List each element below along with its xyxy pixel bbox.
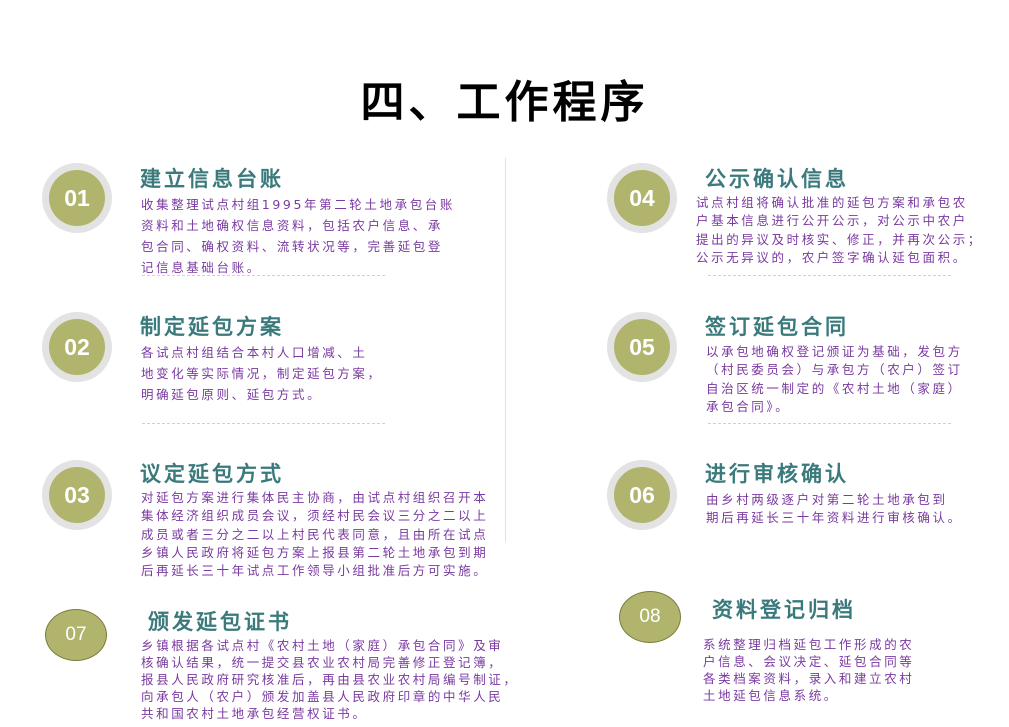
- description-line: 期后再延长三十年资料进行审核确认。: [706, 510, 963, 526]
- step-description: 对延包方案进行集体民主协商，由试点村组织召开本集体经济组织成员会议，须经村民会议…: [141, 489, 488, 580]
- step-heading: 公示确认信息: [705, 167, 849, 191]
- divider: [142, 275, 385, 276]
- description-line: 集体经济组织成员会议，须经村民会议三分之二以上: [141, 508, 489, 524]
- description-line: 后再延长三十年试点工作领导小组批准后方可实施。: [141, 563, 489, 579]
- description-line: （村民委员会）与承包方（农户）签订: [706, 362, 963, 378]
- description-line: 包合同、确权资料、流转状况等，完善延包登: [141, 239, 444, 254]
- step-number-badge: 07: [45, 609, 107, 661]
- step-heading: 制定延包方案: [140, 315, 284, 339]
- step-number-badge: 01: [42, 163, 112, 233]
- description-line: 户信息、会议决定、延包合同等: [703, 654, 915, 669]
- description-line: 系统整理归档延包工作形成的农: [703, 637, 915, 652]
- step-description: 各试点村组结合本村人口增减、土地变化等实际情况，制定延包方案， 明确延包原则、延包…: [141, 342, 383, 405]
- step-number-badge: 06: [607, 460, 677, 530]
- divider: [142, 423, 385, 424]
- step-number-badge: 04: [607, 163, 677, 233]
- description-line: 报县人民政府研究核准后，再由县农业农村局编号制证，: [141, 672, 519, 687]
- description-line: 资料和土地确权信息资料，包括农户信息、承: [141, 218, 444, 233]
- description-line: 乡镇人民政府将延包方案上报县第二轮土地承包到期: [141, 544, 489, 560]
- step-number-badge: 05: [607, 312, 677, 382]
- description-line: 向承包人（农户）颁发加盖县人民政府印章的中华人民: [141, 689, 504, 704]
- step-description: 收集整理试点村组1995年第二轮土地承包台账资料和土地确权信息资料，包括农户信息…: [141, 194, 455, 278]
- divider: [708, 423, 951, 424]
- description-line: 提出的异议及时核实、修正，并再次公示；: [696, 231, 983, 247]
- description-line: 对延包方案进行集体民主协商，由试点村组织召开本: [141, 490, 489, 505]
- description-line: 明确延包原则、延包方式。: [141, 387, 323, 402]
- step-number: 05: [614, 319, 670, 375]
- step-description: 由乡村两级逐户对第二轮土地承包到期后再延长三十年资料进行审核确认。: [706, 491, 963, 528]
- step-description: 系统整理归档延包工作形成的农户信息、会议决定、延包合同等各类档案资料，录入和建立…: [703, 636, 914, 704]
- page-title: 四、工作程序: [360, 77, 649, 128]
- description-line: 公示无异议的，农户签字确认延包面积。: [696, 249, 968, 265]
- description-line: 土地延包信息系统。: [703, 688, 839, 703]
- step-number: 02: [49, 319, 105, 375]
- description-line: 自治区统一制定的《农村土地（家庭）: [706, 380, 963, 396]
- step-description: 试点村组将确认批准的延包方案和承包农户基本信息进行公开公示，对公示中农户提出的异…: [696, 194, 983, 267]
- step-heading: 进行审核确认: [705, 462, 849, 486]
- description-line: 各类档案资料，录入和建立农村: [703, 671, 915, 686]
- description-line: 乡镇根据各试点村《农村土地（家庭）承包合同》及审: [141, 638, 504, 653]
- description-line: 成员或者三分之二以上村民代表同意，且由所在试点: [141, 526, 489, 542]
- step-description: 以承包地确权登记颁证为基础，发包方 （村民委员会）与承包方（农户）签订自治区统一制…: [706, 343, 963, 416]
- description-line: 地变化等实际情况，制定延包方案，: [141, 366, 383, 381]
- step-number-badge: 08: [619, 591, 681, 643]
- description-line: 核确认结果，统一提交县农业农村局完善修正登记簿，: [141, 655, 504, 670]
- description-line: 由乡村两级逐户对第二轮土地承包到: [706, 492, 948, 507]
- step-heading: 议定延包方式: [140, 462, 284, 486]
- description-line: 户基本信息进行公开公示，对公示中农户: [696, 213, 968, 229]
- description-line: 记信息基础台账。: [141, 260, 262, 275]
- description-line: 试点村组将确认批准的延包方案和承包农: [696, 195, 968, 210]
- step-heading: 颁发延包证书: [148, 610, 292, 634]
- description-line: 以承包地确权登记颁证为基础，发包方: [706, 344, 963, 359]
- step-heading: 资料登记归档: [712, 598, 856, 622]
- description-line: 收集整理试点村组1995年第二轮土地承包台账: [141, 197, 456, 212]
- center-divider: [505, 158, 506, 542]
- step-number-badge: 03: [42, 460, 112, 530]
- step-number: 03: [49, 467, 105, 523]
- step-number: 01: [49, 170, 105, 226]
- description-line: 共和国农村土地承包经营权证书。: [141, 706, 368, 721]
- description-line: 承包合同》。: [706, 398, 791, 414]
- step-number: 06: [614, 467, 670, 523]
- divider: [708, 275, 951, 276]
- step-description: 乡镇根据各试点村《农村土地（家庭）承包合同》及审核确认结果，统一提交县农业农村局…: [141, 637, 519, 722]
- step-heading: 建立信息台账: [140, 167, 284, 191]
- step-heading: 签订延包合同: [705, 315, 849, 339]
- description-line: 各试点村组结合本村人口增减、土: [141, 345, 368, 360]
- step-number: 04: [614, 170, 670, 226]
- step-number-badge: 02: [42, 312, 112, 382]
